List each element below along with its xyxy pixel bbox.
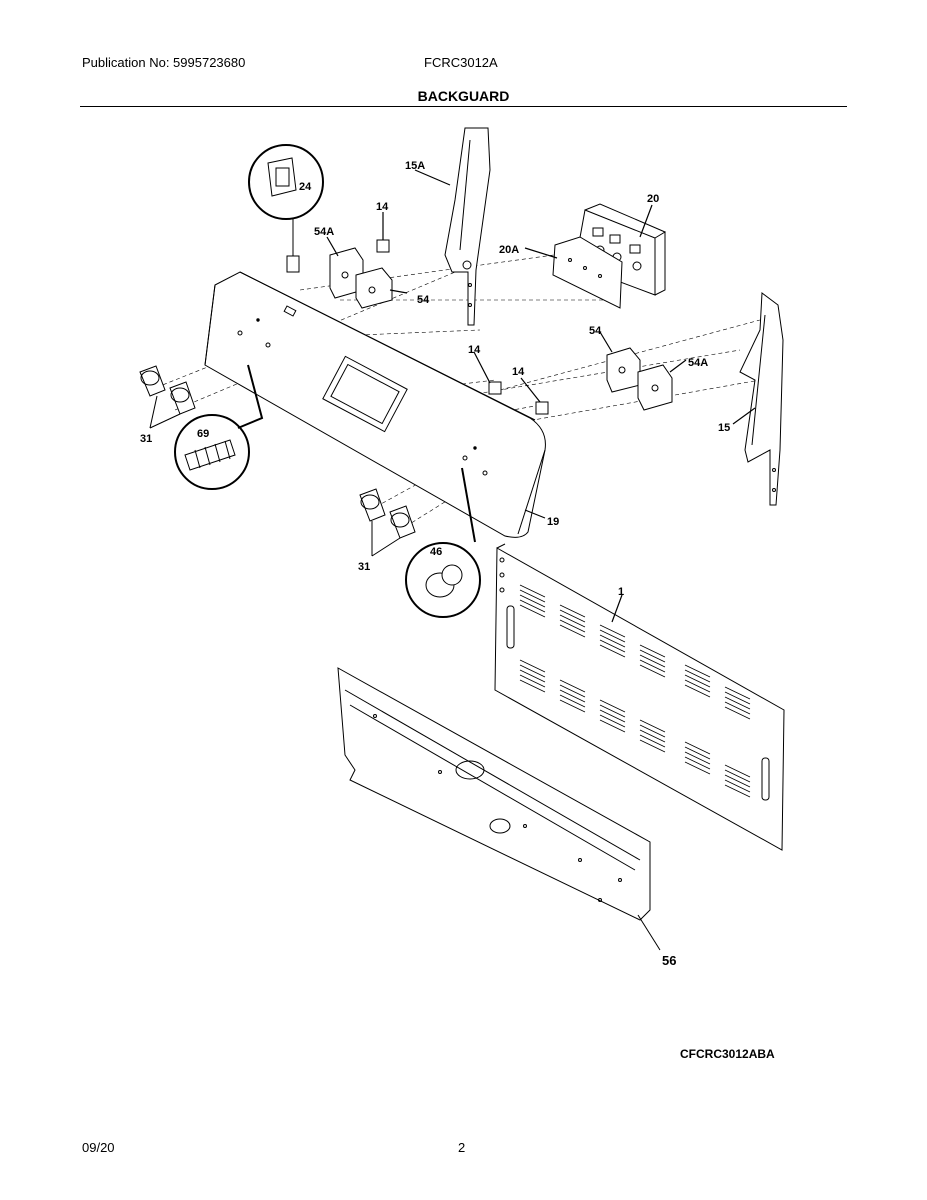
label-part-24: 24 [299,181,312,193]
side-bracket-15a [444,127,491,326]
diagram-code: CFCRC3012ABA [680,1047,775,1061]
part-labels: 1 14 14 14 15 15A 19 20 20A 24 31 31 46 … [140,160,730,968]
publication-number: Publication No: 5995723680 [82,55,246,70]
label-part-14-top: 14 [376,201,389,213]
label-part-1: 1 [618,586,624,598]
control-panel-19 [204,271,546,538]
header-rule [80,106,847,107]
knob-31-lower-b [389,505,416,539]
label-part-15a: 15A [405,160,425,172]
bezel-46-callout [405,467,481,618]
electronic-clock-20 [574,203,667,296]
label-part-31-upper: 31 [140,433,152,445]
clock-overlay-20a [552,236,623,309]
switch-14-lower [535,401,549,415]
page-number: 2 [458,1140,466,1155]
label-part-46: 46 [430,546,442,558]
side-bracket-15 [739,292,784,506]
switch-54-right [606,347,641,393]
label-part-54a-upper: 54A [314,226,334,238]
switch-54-upper [355,267,393,309]
label-part-54-right: 54 [589,325,602,337]
label-part-31-lower: 31 [358,561,370,573]
knob-31-upper-b [169,381,196,415]
rear-panel-1 [494,543,785,851]
label-part-15: 15 [718,422,730,434]
screw-69-callout [174,364,264,490]
switch-54a-right [637,364,673,411]
label-part-19: 19 [547,516,559,528]
model-number: FCRC3012A [424,55,498,70]
switch-14-top [376,239,390,253]
knob-31-lower-a [359,488,386,522]
label-part-14-middle: 14 [468,344,481,356]
knob-31-upper-a [139,365,166,397]
switch-14-middle [488,381,502,395]
label-part-54a-right: 54A [688,357,708,369]
section-title: BACKGUARD [417,88,510,104]
label-part-69: 69 [197,428,209,440]
leader-lines [326,169,756,623]
rocker-switch-24-callout [248,144,324,273]
publication-date: 09/20 [82,1140,115,1155]
label-part-20a: 20A [499,244,519,256]
label-part-56: 56 [662,953,676,968]
label-part-14-lower: 14 [512,366,525,378]
label-part-54-upper: 54 [417,294,430,306]
backguard-frame-56 [337,667,661,951]
label-part-20: 20 [647,193,659,205]
